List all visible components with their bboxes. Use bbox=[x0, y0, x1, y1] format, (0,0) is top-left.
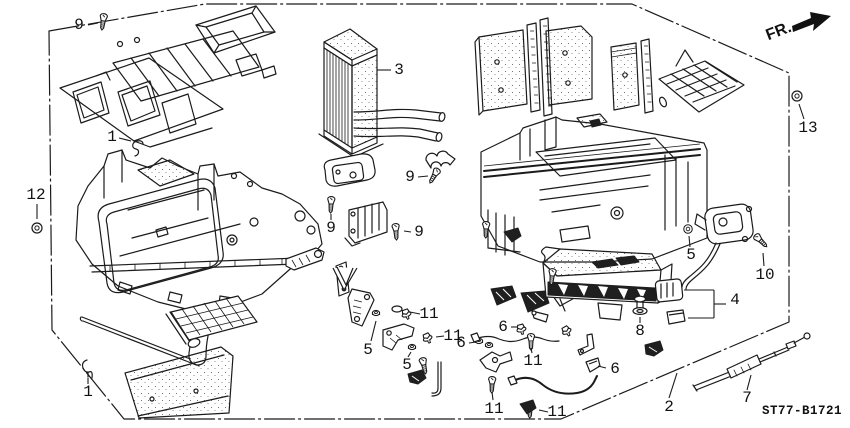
callout-5-servo-grommet: 5 bbox=[686, 246, 696, 264]
lower-left-parts bbox=[79, 295, 258, 419]
heater-duct-cover bbox=[59, 5, 277, 148]
leader-11-c bbox=[491, 391, 494, 401]
servo-motor bbox=[681, 203, 754, 290]
leader-5-washer bbox=[407, 351, 412, 358]
callout-3-heater-core: 3 bbox=[394, 61, 404, 79]
small-parts-cluster bbox=[371, 220, 664, 419]
callout-11-e: 11 bbox=[523, 352, 543, 370]
insulator-pads bbox=[474, 17, 654, 117]
leader-6-right bbox=[597, 365, 607, 369]
leader-11-e bbox=[530, 347, 533, 354]
diagram-border bbox=[48, 3, 790, 420]
heater-core bbox=[318, 28, 446, 158]
grommet-5 bbox=[683, 224, 693, 234]
grommet-13 bbox=[791, 90, 803, 102]
callout-11-d: 11 bbox=[547, 403, 567, 421]
callout-9-mid-right: 9 bbox=[414, 223, 424, 241]
callout-9-upper-mid: 9 bbox=[405, 168, 415, 186]
stud-8 bbox=[632, 295, 648, 316]
clip-1-upper bbox=[132, 140, 144, 157]
screw-10 bbox=[751, 231, 770, 250]
callout-11-a: 11 bbox=[419, 305, 439, 323]
callout-10-screw: 10 bbox=[755, 266, 775, 284]
leader-9-upper-mid bbox=[417, 175, 429, 178]
leader-13-grommet bbox=[798, 103, 805, 120]
harness-connector bbox=[654, 278, 686, 325]
callout-7-cable: 7 bbox=[742, 389, 752, 407]
grommet-12 bbox=[31, 222, 43, 234]
callout-6-right: 6 bbox=[610, 360, 620, 378]
diagram-code: ST77-B1721 bbox=[762, 404, 843, 418]
callout-8-stud: 8 bbox=[635, 322, 645, 340]
leader-6-left bbox=[468, 341, 477, 344]
leader-1-upper-clip bbox=[118, 137, 132, 142]
callout-12-grommet: 12 bbox=[26, 186, 46, 204]
mode-door-grate bbox=[658, 49, 745, 113]
callout-4-harness: 4 bbox=[730, 291, 740, 309]
callout-1-lower-clip: 1 bbox=[83, 383, 93, 401]
screw-9-d bbox=[426, 166, 442, 186]
leader-lines bbox=[36, 22, 805, 413]
leader-11-d bbox=[538, 409, 549, 413]
leader-5-nut bbox=[370, 320, 377, 342]
screw-9-c bbox=[391, 222, 401, 241]
callout-5-nut: 5 bbox=[363, 341, 373, 359]
leader-9-mid-right bbox=[403, 230, 412, 233]
leader-5-servo-grommet bbox=[688, 235, 691, 248]
callout-13-grommet: 13 bbox=[798, 119, 818, 137]
mode-motor bbox=[323, 153, 376, 187]
leader-10-screw bbox=[762, 252, 765, 267]
motor-bracket bbox=[344, 201, 388, 247]
heater-lower-tray bbox=[540, 246, 673, 321]
pipe-clamp bbox=[425, 150, 456, 169]
callout-6-left: 6 bbox=[456, 334, 466, 352]
callout-5-washer: 5 bbox=[402, 356, 412, 374]
callout-6-mid: 6 bbox=[498, 318, 508, 336]
leader-11-a bbox=[409, 311, 421, 315]
leader-9-top-left bbox=[87, 22, 99, 26]
screw-9-b bbox=[326, 195, 336, 214]
crank-levers bbox=[285, 247, 375, 327]
leader-11-b bbox=[435, 335, 445, 338]
control-cable bbox=[692, 332, 811, 392]
callout-9-mid-left: 9 bbox=[326, 219, 336, 237]
callout-11-b: 11 bbox=[443, 327, 463, 345]
callout-1-upper-clip: 1 bbox=[107, 128, 117, 146]
callout-9-top-left: 9 bbox=[74, 16, 84, 34]
leader-2-assembly bbox=[668, 372, 678, 399]
fr-arrow-icon bbox=[792, 12, 831, 32]
callout-2-assembly: 2 bbox=[664, 398, 674, 416]
callout-11-c: 11 bbox=[484, 400, 504, 418]
heater-case-left bbox=[75, 149, 323, 313]
leader-7-cable bbox=[746, 374, 752, 391]
